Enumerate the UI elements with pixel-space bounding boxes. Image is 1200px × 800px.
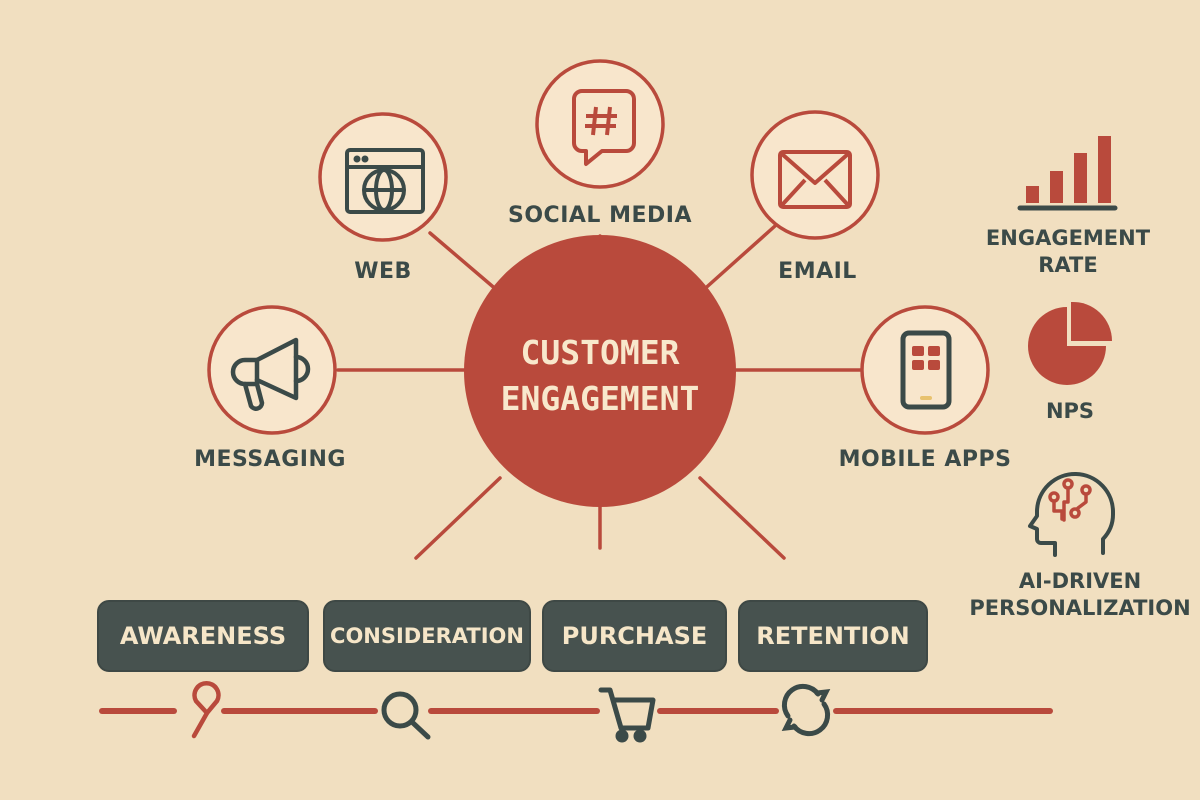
connector-bottom-left (414, 476, 502, 560)
ai-head-circuit-icon (1028, 472, 1116, 557)
nps-label: NPS (1045, 399, 1095, 423)
connector-web (428, 231, 507, 299)
ai-personalization-metric: AI-DRIVEN PERSONALIZATION (960, 568, 1200, 622)
stage-purchase-button[interactable]: PURCHASE (542, 600, 727, 672)
magnifier-icon (381, 691, 431, 740)
center-title: CUSTOMER ENGAGEMENT (464, 330, 736, 422)
web-label: WEB (354, 259, 412, 284)
mobile-apps-label: MOBILE APPS (838, 447, 1012, 472)
pie-chart-icon (1028, 301, 1112, 385)
hashtag-chat-icon (572, 89, 636, 166)
refresh-cycle-icon (781, 683, 831, 737)
connector-email (698, 224, 777, 295)
ai-personalization-line2: PERSONALIZATION (969, 596, 1191, 620)
engagement-rate-line1: ENGAGEMENT (985, 226, 1151, 250)
bar-chart-icon (1017, 136, 1118, 211)
messaging-label: MESSAGING (194, 447, 346, 472)
shopping-cart-icon (598, 687, 656, 743)
social-media-label: SOCIAL MEDIA (508, 203, 692, 228)
center-title-line2: ENGAGEMENT (500, 379, 700, 418)
megaphone-icon (230, 337, 311, 411)
ai-personalization-line1: AI-DRIVEN (1018, 569, 1142, 593)
smartphone-icon (900, 330, 952, 410)
engagement-rate-line2: RATE (1038, 253, 1098, 277)
nps-metric: NPS (1010, 398, 1130, 425)
stage-retention-button[interactable]: RETENTION (738, 600, 928, 672)
envelope-icon (778, 150, 852, 209)
browser-globe-icon (345, 148, 425, 214)
web-channel-circle[interactable] (318, 112, 448, 242)
messaging-channel-circle[interactable] (207, 305, 337, 435)
email-channel-circle[interactable] (750, 110, 880, 240)
email-label: EMAIL (778, 259, 857, 284)
center-title-line1: CUSTOMER (520, 333, 680, 372)
map-pin-icon (191, 680, 221, 739)
stage-consideration-button[interactable]: CONSIDERATION (323, 600, 531, 672)
stage-awareness-button[interactable]: AWARENESS (97, 600, 309, 672)
center-hub (464, 235, 736, 507)
engagement-rate-metric: ENGAGEMENT RATE (968, 225, 1168, 279)
connector-bottom-right (698, 476, 786, 560)
mobile-channel-circle[interactable] (860, 305, 990, 435)
connector-lines (336, 224, 864, 560)
